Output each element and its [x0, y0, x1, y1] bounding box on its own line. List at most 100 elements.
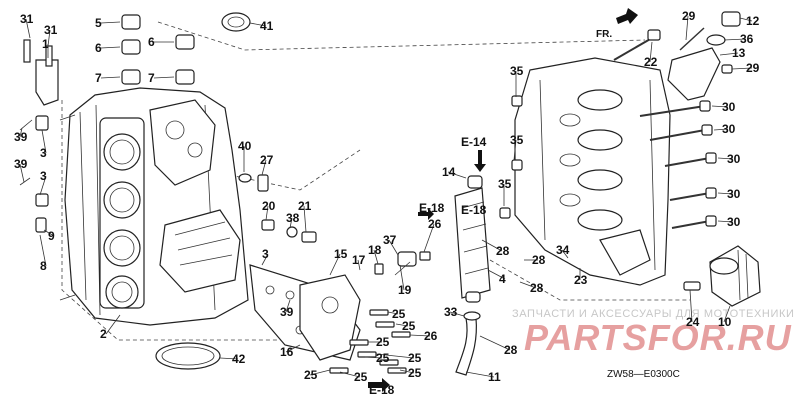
- leader-line-42: [219, 357, 239, 360]
- block-boundary: [61, 100, 300, 341]
- fuel-parts: [374, 251, 431, 276]
- part-number-23: 23: [574, 273, 588, 287]
- bushings: [121, 14, 195, 85]
- part-number-24: 24: [686, 315, 700, 329]
- part-number-30b: 30: [722, 122, 736, 136]
- leader-line-29a: [685, 15, 689, 41]
- part-number-42: 42: [232, 352, 246, 366]
- part-number-26a: 26: [428, 217, 442, 231]
- leader-line-25h: [339, 371, 361, 378]
- part-number-8: 8: [40, 259, 47, 273]
- leader-line-33: [449, 311, 465, 317]
- part-number-16: 16: [280, 345, 294, 359]
- leader-line-5a: [100, 21, 121, 24]
- leader-line-20: [265, 205, 269, 221]
- leader-line-25e: [364, 356, 383, 359]
- part-number-12: 12: [746, 14, 760, 28]
- part-number-20: 20: [262, 199, 276, 213]
- thermostat-cover: [299, 274, 361, 361]
- leader-line-19: [399, 264, 405, 291]
- leader-line-36: [723, 38, 747, 41]
- leader-line-25g: [309, 369, 331, 376]
- leader-line-26b: [409, 334, 431, 337]
- part-number-28c: 28: [530, 281, 544, 295]
- part-number-40: 40: [238, 139, 252, 153]
- part-number-4: 4: [499, 272, 506, 286]
- leader-line-39a: [19, 127, 23, 138]
- leader-line-3a: [41, 129, 47, 154]
- part-number-29a: 29: [682, 9, 696, 23]
- leader-line-7b: [153, 76, 175, 79]
- part-number-37: 37: [383, 233, 397, 247]
- part-number-34: 34: [556, 243, 570, 257]
- leader-line-37: [388, 239, 399, 256]
- leader-line-14: [447, 171, 467, 179]
- part-number-39a: 39: [14, 130, 28, 144]
- cylinder-head: [499, 57, 671, 286]
- svg-text:E-14: E-14: [461, 135, 487, 149]
- ref-e18-b: E-18: [461, 203, 487, 217]
- oil-filter-10: [683, 245, 761, 307]
- leader-line-38: [289, 217, 293, 229]
- leader-line-30d: [717, 192, 734, 195]
- part-number-30d: 30: [727, 187, 741, 201]
- part-number-22: 22: [644, 55, 658, 69]
- leader-line-29b: [731, 67, 753, 70]
- leader-line-6a: [100, 46, 121, 49]
- part-number-25b: 25: [402, 319, 416, 333]
- leader-line-39c: [285, 299, 291, 313]
- clip-33: [463, 311, 481, 321]
- leader-line-24: [689, 289, 693, 323]
- cover-boundary: [229, 149, 361, 191]
- leader-line-25f: [399, 369, 415, 374]
- leader-line-3b: [39, 175, 47, 196]
- part-number-28b: 28: [532, 253, 546, 267]
- part-number-30a: 30: [722, 100, 736, 114]
- leader-line-30c: [717, 157, 734, 160]
- part-number-7a: 7: [95, 71, 102, 85]
- part-number-39b: 39: [14, 157, 28, 171]
- ref-e18-a: E-18: [418, 201, 445, 220]
- part-number-10: 10: [718, 315, 732, 329]
- part-number-26b: 26: [424, 329, 438, 343]
- part-number-29b: 29: [746, 61, 760, 75]
- leader-line-30e: [717, 220, 734, 223]
- svg-text:E-18: E-18: [419, 201, 445, 215]
- leader-line-15: [329, 253, 341, 276]
- leader-line-34: [561, 249, 569, 259]
- leader-line-31a: [25, 18, 31, 39]
- part-number-3a: 3: [40, 146, 47, 160]
- leader-line-3c: [261, 253, 269, 266]
- leader-line-31b: [47, 29, 51, 47]
- leader-line-27: [261, 159, 267, 176]
- part-number-33: 33: [444, 305, 458, 319]
- watermark-tagline: ЗАПЧАСТИ И АКСЕССУАРЫ ДЛЯ МОТОТЕХНИКИ: [512, 308, 794, 320]
- part-number-25d: 25: [408, 351, 422, 365]
- oil-seal-41: [221, 12, 251, 32]
- leader-line-9: [43, 229, 55, 237]
- part-number-9: 9: [48, 229, 55, 243]
- leader-line-13: [719, 52, 739, 56]
- leader-line-28a: [481, 239, 503, 252]
- leader-line-25a: [387, 311, 399, 315]
- leader-line-22: [649, 41, 653, 63]
- part-number-1: 1: [42, 37, 49, 51]
- hose-11: [455, 317, 477, 376]
- part-number-6a: 6: [95, 41, 102, 55]
- leader-line-18: [373, 249, 379, 265]
- ref-e14: E-14: [461, 135, 487, 172]
- leader-line-8: [39, 234, 47, 267]
- front-direction-arrow: FR.: [596, 8, 638, 40]
- part-number-41: 41: [260, 19, 274, 33]
- part-number-39c: 39: [280, 305, 294, 319]
- leader-line-30b: [713, 128, 729, 131]
- svg-text:E-18: E-18: [461, 203, 487, 217]
- part-number-25c: 25: [376, 335, 390, 349]
- part-number-28d: 28: [504, 343, 518, 357]
- top-boundary: [157, 21, 646, 51]
- part-number-21: 21: [298, 199, 312, 213]
- leader-line-21: [303, 205, 307, 233]
